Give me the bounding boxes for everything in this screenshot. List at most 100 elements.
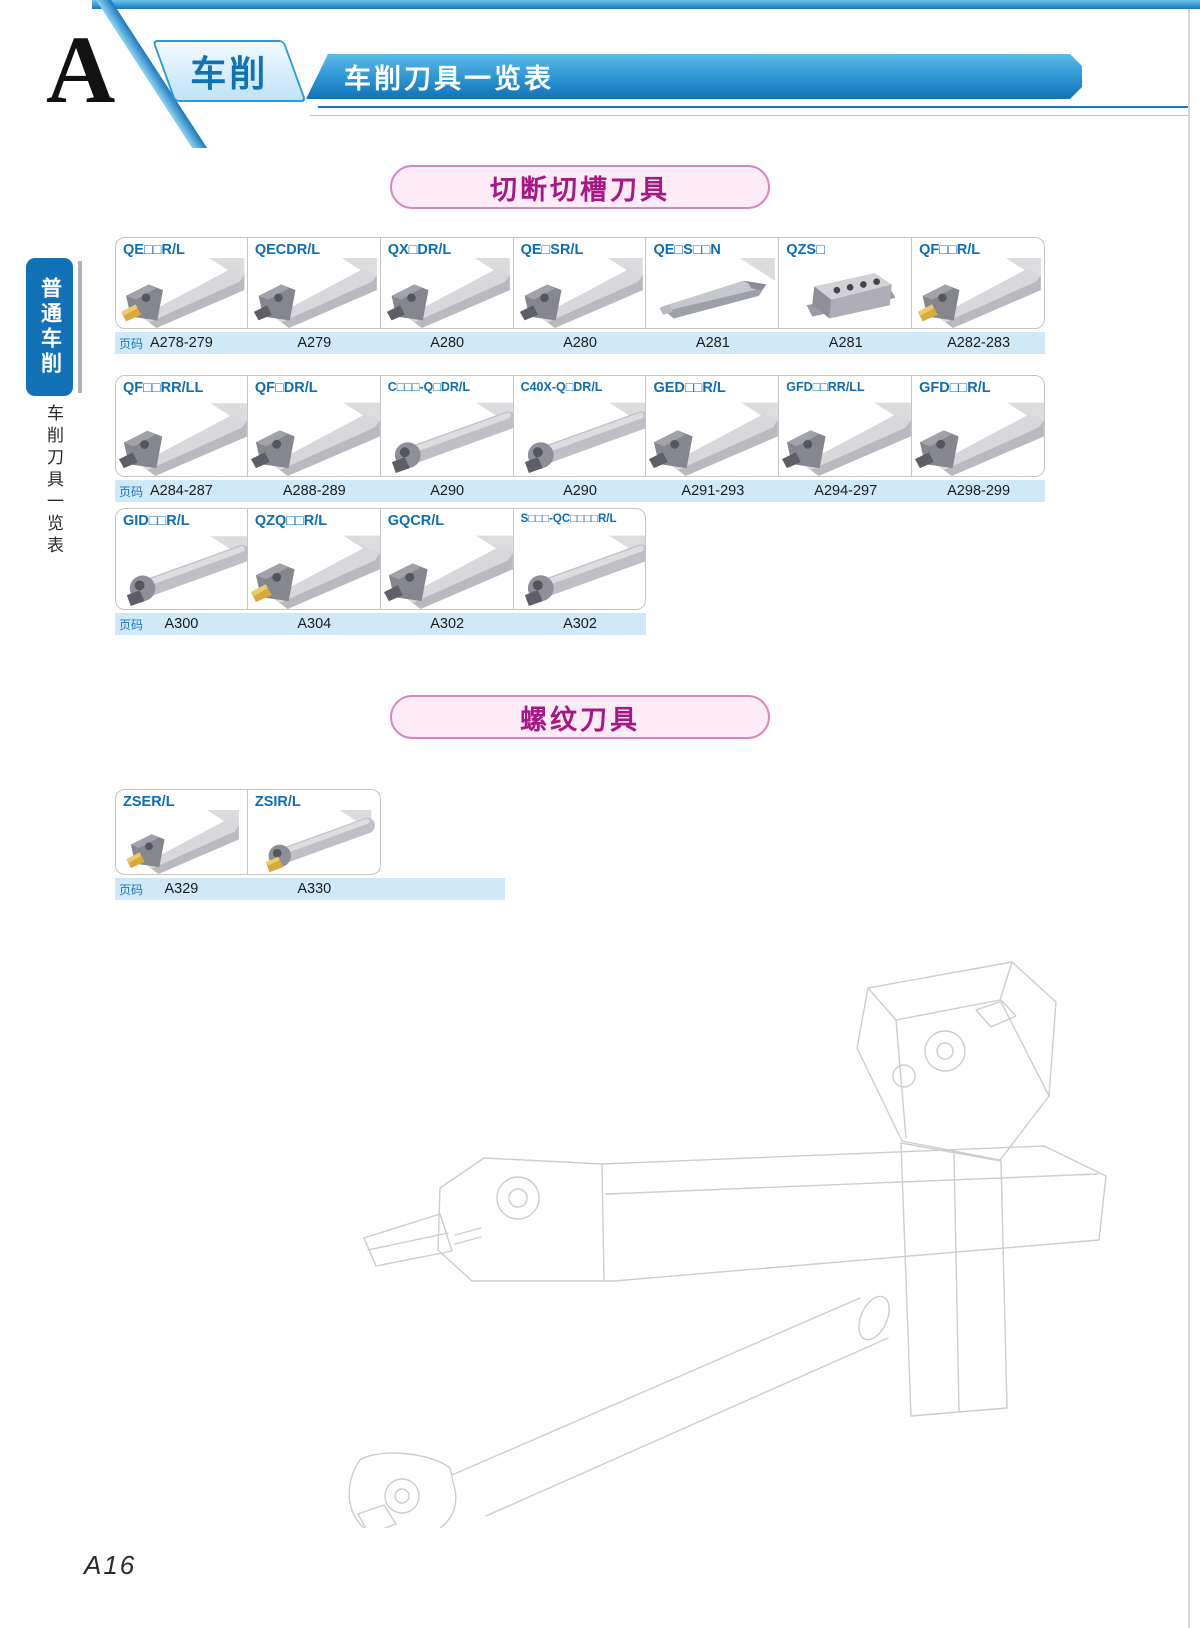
product-photo	[524, 535, 646, 607]
product-code: C40X-Q□DR/L	[520, 380, 603, 394]
category-tab: 车削	[152, 40, 307, 102]
page-right-border	[1188, 9, 1190, 1628]
sidebar-tab: 普通车削	[26, 258, 73, 396]
page-number: A290	[430, 483, 465, 499]
page-number: A284-287	[149, 483, 213, 499]
product-photo	[383, 535, 513, 609]
tool-line-drawings	[348, 961, 1107, 1528]
page-number: A282-283	[947, 335, 1011, 351]
page-number: A279	[297, 335, 332, 351]
product-cell: QF□DR/L	[247, 375, 381, 477]
product-photo	[659, 258, 776, 319]
product-photo	[121, 258, 245, 328]
product-cell: ZSIR/L	[247, 789, 381, 875]
product-code: GFD□□R/L	[919, 380, 991, 396]
header-underline-gray	[310, 115, 1190, 116]
product-code: S□□□-QC□□□□R/L	[520, 513, 617, 525]
category-label: 车削	[190, 53, 269, 94]
product-photo	[918, 258, 1041, 328]
product-cell: QE□□R/L	[115, 237, 248, 329]
product-photo	[386, 258, 510, 328]
product-photo	[782, 402, 912, 476]
product-code: QE□SR/L	[520, 242, 584, 258]
product-code: ZSIR/L	[254, 794, 301, 810]
product-cell: GFD□□R/L	[912, 375, 1046, 477]
product-photo	[126, 536, 247, 607]
product-row: ZSER/L ZSIR/L 页码 A329 A330	[115, 789, 1045, 900]
product-photo	[253, 258, 377, 328]
product-cell: C□□□-Q□DR/L	[380, 375, 514, 477]
product-cell: QX□DR/L	[380, 237, 514, 329]
product-cell: QZQ□□R/L	[247, 508, 381, 610]
page-number: A278-279	[149, 335, 213, 351]
footer-page-number: A16	[84, 1550, 137, 1580]
product-cell: ZSER/L	[115, 789, 248, 875]
page-number: A302	[430, 616, 465, 632]
page-number: A281	[828, 335, 863, 351]
product-photo	[250, 535, 380, 609]
product-code: QZQ□□R/L	[254, 513, 328, 529]
page-number: A329	[164, 881, 199, 897]
page-number: A304	[297, 616, 332, 632]
product-code: QX□DR/L	[387, 242, 452, 258]
product-grid: 切断切槽刀具 QE□□R/L QECDR/L QX□DR/L QE□SR/L QE□S□□…	[115, 160, 1046, 900]
product-code: QZS□	[786, 242, 825, 258]
page-number: A298-299	[947, 483, 1011, 499]
product-code: GQCR/L	[387, 513, 445, 529]
product-photo	[250, 402, 380, 476]
product-code: QE□□R/L	[123, 242, 185, 258]
product-row: QE□□R/L QECDR/L QX□DR/L QE□SR/L QE□S□□N QZS□ Q…	[115, 237, 1046, 354]
sidebar-tab-label: 普通车削	[38, 277, 62, 377]
product-code: GFD□□RR/LL	[786, 380, 865, 394]
page-number: A294-297	[814, 483, 878, 499]
section-banner: 螺纹刀具	[390, 695, 770, 739]
product-photo	[391, 402, 513, 474]
page-number: A280	[430, 335, 465, 351]
product-photo	[524, 402, 646, 474]
product-code: QECDR/L	[254, 242, 321, 258]
product-code: QF□DR/L	[254, 380, 318, 396]
product-cell: QF□□RR/LL	[115, 375, 248, 477]
product-cell: GED□□R/L	[646, 375, 780, 477]
product-code: QF□□RR/LL	[123, 380, 204, 396]
product-code: QE□S□□N	[653, 242, 721, 258]
product-code: GID□□R/L	[123, 513, 190, 529]
page-label: 页码	[119, 484, 144, 499]
page-title: 车削刀具一览表	[344, 64, 554, 94]
product-cell: GFD□□RR/LL	[779, 375, 913, 477]
page-number: A288-289	[282, 483, 346, 499]
section-letter: A	[46, 16, 116, 123]
product-cell: QE□S□□N	[646, 237, 780, 329]
page-number: A300	[164, 616, 199, 632]
page-label: 页码	[119, 617, 144, 632]
page-strip: 页码 A329 A330	[115, 878, 505, 900]
product-photo	[806, 273, 896, 319]
page-number: A330	[297, 881, 332, 897]
page-number: A291-293	[681, 483, 745, 499]
header-bar: 车削刀具一览表	[292, 54, 1082, 99]
product-row: GID□□R/L QZQ□□R/L GQCR/L S□□□-QC□□□□R/L 页码 A3…	[115, 508, 1045, 635]
top-accent-strip	[92, 0, 1200, 9]
header-underline-blue	[318, 106, 1190, 108]
page-number: A280	[563, 335, 597, 351]
product-code: ZSER/L	[123, 794, 175, 810]
product-cell: GQCR/L	[380, 508, 514, 610]
product-photo	[126, 810, 239, 874]
product-row: QF□□RR/LL QF□DR/L C□□□-Q□DR/L C40X-Q□DR/L GE…	[115, 375, 1046, 502]
product-code: C□□□-Q□DR/L	[387, 380, 470, 394]
page-label: 页码	[119, 882, 144, 897]
product-cell: C40X-Q□DR/L	[513, 375, 647, 477]
product-cell: QECDR/L	[247, 237, 381, 329]
section-banner: 切断切槽刀具	[390, 165, 770, 209]
product-cell: QE□SR/L	[513, 237, 647, 329]
sidebar-divider	[78, 261, 82, 393]
product-photo	[118, 403, 247, 476]
product-code: GED□□R/L	[653, 380, 726, 396]
page-label: 页码	[119, 336, 144, 351]
product-cell: QF□□R/L	[912, 237, 1046, 329]
product-cell: GID□□R/L	[115, 508, 248, 610]
product-cell: S□□□-QC□□□□R/L	[513, 508, 647, 610]
